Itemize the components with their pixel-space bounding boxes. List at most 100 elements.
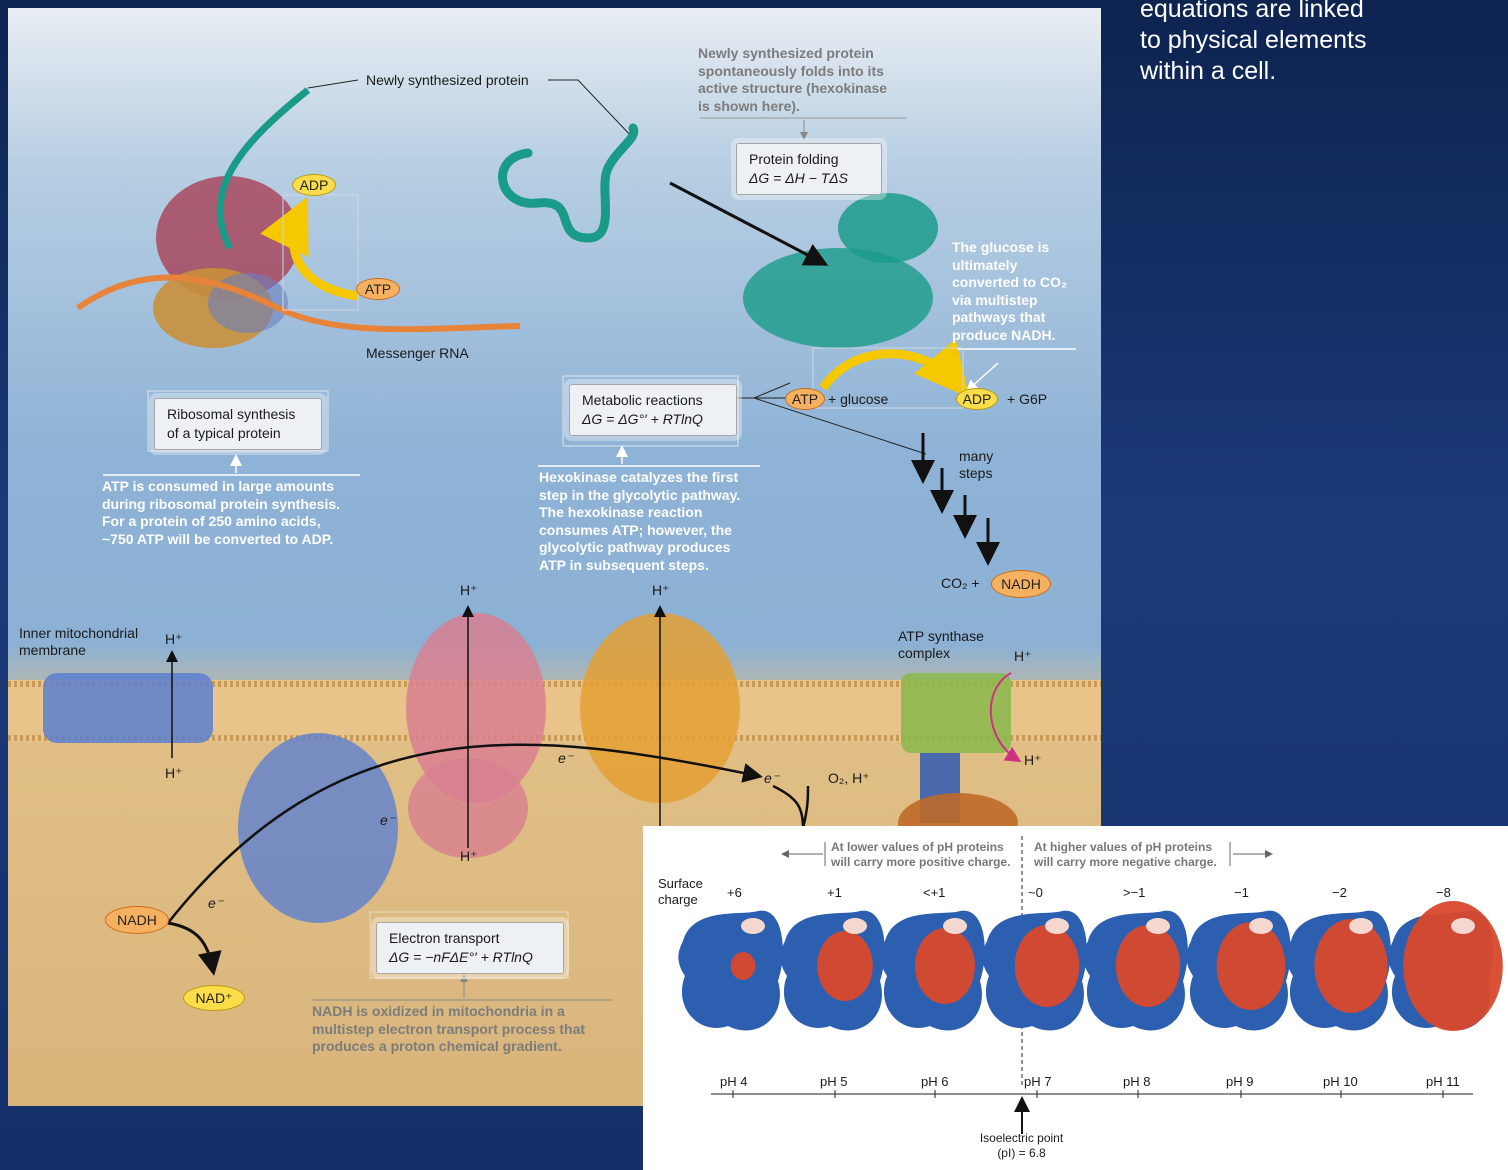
- glucose-note-pointer: [968, 363, 998, 390]
- note-line: produces a proton chemical gradient.: [312, 1038, 585, 1056]
- messenger-rna: [78, 278, 520, 330]
- note-line: At lower values of pH proteins: [831, 840, 1010, 855]
- charge-value: +6: [727, 885, 742, 900]
- inner-membrane-label: Inner mitochondrial membrane: [19, 625, 138, 659]
- nadh-note: NADH is oxidized in mitochondria in a mu…: [312, 1003, 585, 1056]
- charge-value: −1: [1234, 885, 1249, 900]
- label-line: complex: [898, 645, 984, 662]
- side-caption-line: equations are linked: [1140, 0, 1500, 25]
- ph-label: pH 7: [1024, 1074, 1051, 1089]
- charge-value: −8: [1436, 885, 1451, 900]
- proton-label: H⁺: [165, 631, 183, 648]
- note-line: The hexokinase reaction: [539, 504, 740, 522]
- electron-label: e⁻: [558, 750, 573, 767]
- note-line: Newly synthesized protein: [698, 45, 887, 63]
- protein-folding-box: Protein folding ΔG = ΔH − TΔS: [736, 143, 882, 195]
- label-line: membrane: [19, 642, 138, 659]
- hexokinase-note: Hexokinase catalyzes the first step in t…: [539, 469, 740, 574]
- surface-charge-label: Surface charge: [658, 876, 703, 908]
- nad-plus-oval: NAD⁺: [183, 985, 245, 1011]
- note-line: produce NADH.: [952, 327, 1067, 345]
- co2-label: CO₂ +: [941, 575, 980, 592]
- protein-surface-ph-5: [780, 911, 884, 1031]
- box-line: Protein folding: [749, 150, 869, 169]
- atp-oval-glycolysis: ATP: [785, 388, 825, 410]
- messenger-rna-label: Messenger RNA: [366, 345, 469, 362]
- proton-label: H⁺: [460, 848, 478, 865]
- atp-oval: ATP: [356, 278, 400, 300]
- ph-label: pH 4: [720, 1074, 747, 1089]
- protein-surface-row: [678, 901, 1502, 1031]
- side-caption-line: within a cell.: [1140, 56, 1500, 87]
- nadh-oxidation-arrow: [168, 923, 213, 970]
- box-equation: ΔG = ΔH − TΔS: [749, 169, 869, 188]
- box-line: of a typical protein: [167, 424, 309, 443]
- note-line: step in the glycolytic pathway.: [539, 487, 740, 505]
- protein-surface-ph-11: [1388, 901, 1502, 1031]
- folding-arrow: [670, 183, 823, 263]
- charge-value: ~0: [1028, 885, 1043, 900]
- box-equation: ΔG = ΔG°′ + RTlnQ: [582, 410, 724, 429]
- complex-iii: [406, 613, 546, 858]
- note-line: ATP in subsequent steps.: [539, 557, 740, 575]
- note-line: glycolytic pathway produces: [539, 539, 740, 557]
- note-line: ultimately: [952, 257, 1067, 275]
- charge-value: −2: [1332, 885, 1347, 900]
- box-equation: ΔG = −nFΔE°′ + RTlnQ: [389, 948, 551, 967]
- proton-label: H⁺: [165, 765, 183, 782]
- hexokinase-structure: [743, 193, 938, 348]
- protein-surface-ph-10: [1286, 911, 1390, 1031]
- charge-value: <+1: [923, 885, 945, 900]
- lower-ph-note: At lower values of pH proteins will carr…: [831, 840, 1010, 870]
- note-line: NADH is oxidized in mitochondria in a: [312, 1003, 585, 1021]
- electron-transport-box: Electron transport ΔG = −nFΔE°′ + RTlnQ: [376, 922, 564, 974]
- ph-label: pH 11: [1426, 1074, 1460, 1089]
- note-line: will carry more positive charge.: [831, 855, 1010, 870]
- ribosomal-note: ATP is consumed in large amounts during …: [102, 478, 340, 548]
- note-line: is shown here).: [698, 98, 887, 116]
- higher-ph-note: At higher values of pH proteins will car…: [1034, 840, 1217, 870]
- electron-label: e⁻: [380, 812, 395, 829]
- note-line: multistep electron transport process tha…: [312, 1021, 585, 1039]
- side-caption: equations are linked to physical element…: [1140, 0, 1500, 87]
- side-caption-line: to physical elements: [1140, 25, 1500, 56]
- ph-label: pH 6: [921, 1074, 948, 1089]
- ribosomal-synthesis-box: Ribosomal synthesis of a typical protein: [154, 398, 322, 450]
- note-line: during ribosomal protein synthesis.: [102, 496, 340, 514]
- glucose-label: + glucose: [828, 391, 888, 408]
- protein-surface-ph-4: [678, 911, 782, 1031]
- newly-synthesized-protein-label: Newly synthesized protein: [366, 72, 529, 89]
- ph-label: pH 8: [1123, 1074, 1150, 1089]
- label-line: many: [959, 448, 993, 465]
- nadh-output-oval: NADH: [991, 570, 1051, 598]
- ph-label: pH 10: [1323, 1074, 1358, 1089]
- label-line: Inner mitochondrial: [19, 625, 138, 642]
- proton-label: H⁺: [460, 582, 478, 599]
- note-line: converted to CO₂: [952, 274, 1067, 292]
- g6p-label: + G6P: [1007, 391, 1047, 408]
- protein-surface-ph-7: [982, 911, 1086, 1031]
- oxygen-junction: [773, 786, 808, 828]
- label-line: ATP synthase: [898, 628, 984, 645]
- glucose-note: The glucose is ultimately converted to C…: [952, 239, 1067, 344]
- note-line: For a protein of 250 amino acids,: [102, 513, 340, 531]
- unfolded-protein: [503, 128, 634, 238]
- adp-oval-glycolysis: ADP: [956, 388, 998, 410]
- label-line: (pI) = 6.8: [973, 1146, 1070, 1161]
- charge-value: +1: [827, 885, 842, 900]
- note-line: via multistep: [952, 292, 1067, 310]
- note-line: ATP is consumed in large amounts: [102, 478, 340, 496]
- electron-label: e⁻: [208, 895, 223, 912]
- box-line: Ribosomal synthesis: [167, 405, 309, 424]
- note-line: At higher values of pH proteins: [1034, 840, 1217, 855]
- note-line: pathways that: [952, 309, 1067, 327]
- charge-value: >−1: [1123, 885, 1145, 900]
- note-line: The glucose is: [952, 239, 1067, 257]
- protein-surface-ph-6: [880, 911, 984, 1031]
- ribosome: [153, 176, 300, 348]
- proton-label: H⁺: [652, 582, 670, 599]
- oxygen-label: O₂, H⁺: [828, 770, 870, 787]
- proton-label: H⁺: [1024, 752, 1042, 769]
- callout-line: [728, 383, 926, 454]
- ph-charge-inset: At lower values of pH proteins will carr…: [643, 826, 1508, 1170]
